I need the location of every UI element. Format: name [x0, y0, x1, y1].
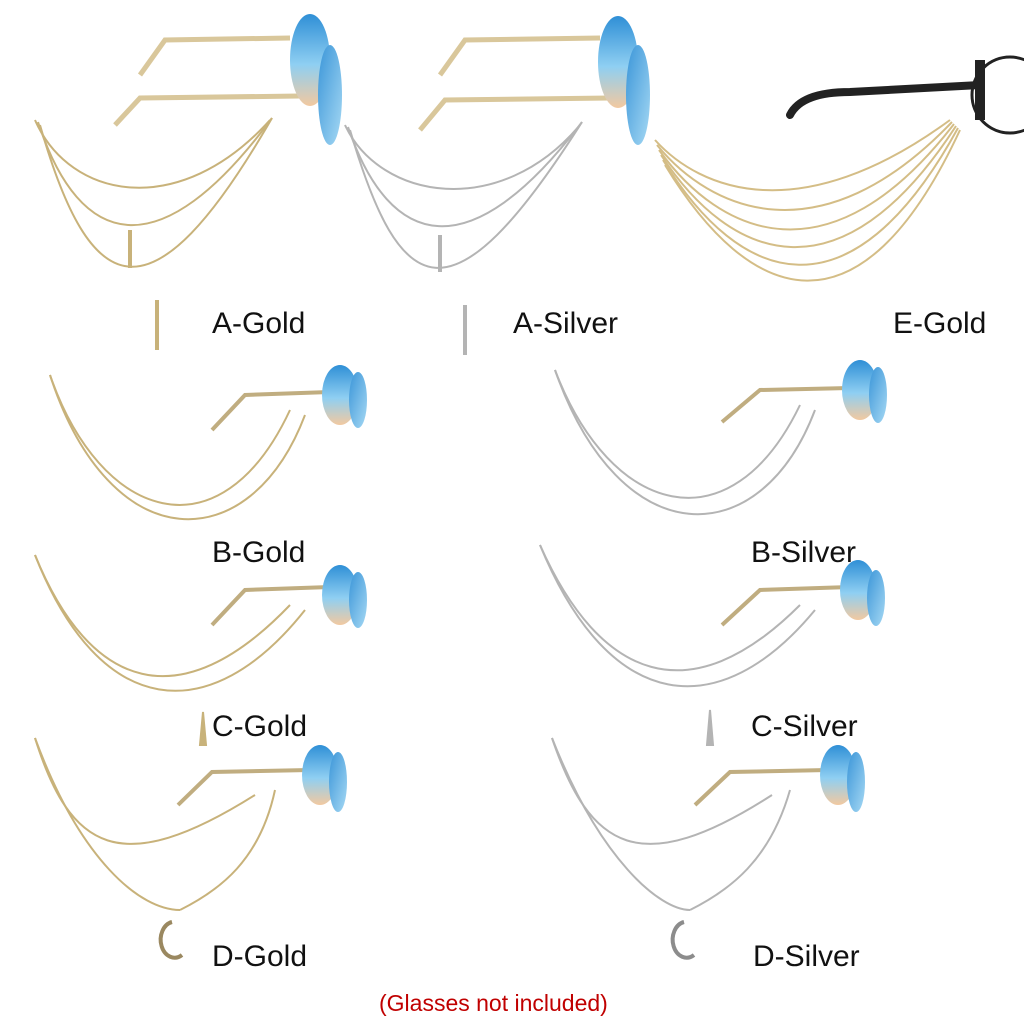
- product-d-silver: [551, 737, 865, 960]
- disclaimer-note: (Glasses not included): [379, 990, 608, 1016]
- sunglasses-icon: [113, 14, 342, 145]
- product-b-silver: [554, 360, 887, 516]
- sunglasses-icon: [210, 565, 367, 628]
- chain-gold: [34, 737, 276, 960]
- chain-silver: [554, 369, 816, 516]
- chain-gold: [49, 374, 306, 521]
- sunglasses-icon: [176, 745, 347, 812]
- sunglasses-icon: [418, 16, 650, 145]
- chain-silver: [551, 737, 791, 960]
- label-a-gold: A-Gold: [212, 307, 306, 340]
- sunglasses-icon: [720, 560, 885, 627]
- label-c-gold: C-Gold: [212, 710, 308, 743]
- sunglasses-icon: [720, 360, 887, 424]
- chain-silver: [539, 544, 816, 746]
- chain-gold: [34, 554, 306, 746]
- label-c-silver: C-Silver: [751, 710, 858, 743]
- product-b-gold: [49, 365, 367, 521]
- label-a-silver: A-Silver: [513, 307, 619, 340]
- chain-silver: [344, 121, 583, 355]
- label-b-silver: B-Silver: [751, 536, 857, 569]
- chain-gold: [34, 117, 273, 350]
- product-a-silver: [344, 16, 650, 355]
- label-b-gold: B-Gold: [212, 536, 306, 569]
- chain-gold: [654, 119, 961, 282]
- glasses-frame-icon: [786, 55, 1024, 135]
- label-d-silver: D-Silver: [753, 940, 860, 973]
- product-c-silver: [539, 544, 885, 746]
- sunglasses-icon: [693, 745, 865, 812]
- product-d-gold: [34, 737, 347, 960]
- product-a-gold: [34, 14, 342, 350]
- product-c-gold: [34, 554, 367, 746]
- label-e-gold: E-Gold: [893, 307, 987, 340]
- label-d-gold: D-Gold: [212, 940, 308, 973]
- sunglasses-icon: [210, 365, 367, 432]
- product-e-gold: [654, 55, 1024, 282]
